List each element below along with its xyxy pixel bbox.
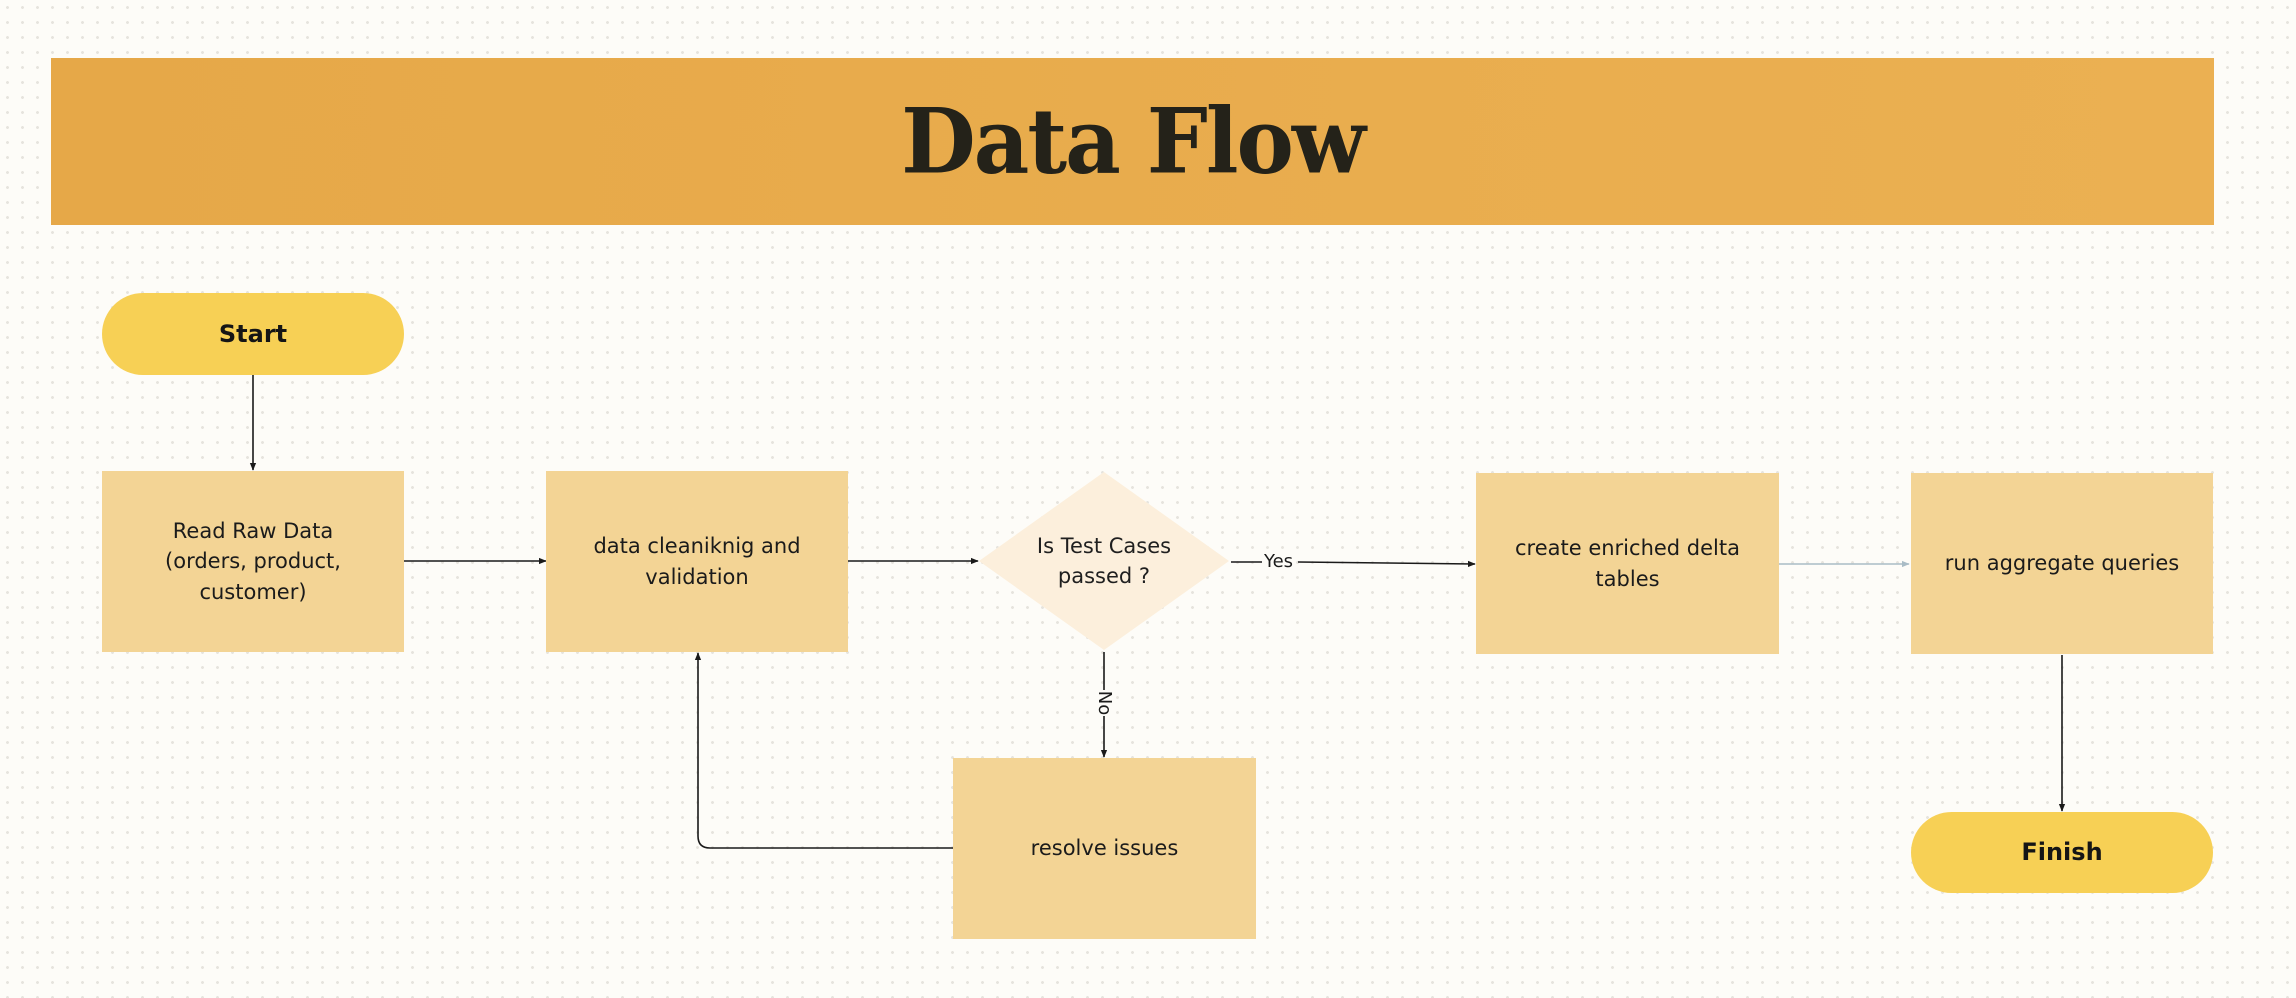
edge-resolve-to-cleaning (694, 652, 953, 849)
title-banner: Data Flow (51, 58, 2214, 225)
decision-label: Is Test Cases passed ? (1036, 533, 1172, 588)
start-terminal[interactable]: Start (102, 293, 404, 375)
data-cleaning-step[interactable]: data cleaniknig and validation (546, 471, 848, 652)
finish-terminal[interactable]: Finish (1911, 812, 2213, 893)
data-cleaning-label: data cleaniknig and validation (593, 534, 801, 589)
read-raw-data-label: Read Raw Data (orders, product, customer… (165, 518, 341, 604)
read-raw-data-step[interactable]: Read Raw Data (orders, product, customer… (102, 471, 404, 652)
finish-label: Finish (2021, 838, 2103, 867)
create-enriched-tables-step[interactable]: create enriched delta tables (1476, 473, 1779, 654)
resolve-issues-label: resolve issues (1030, 836, 1179, 861)
start-label: Start (218, 319, 288, 348)
run-aggregate-queries-label: run aggregate queries (1944, 551, 2180, 576)
run-aggregate-queries-step[interactable]: run aggregate queries (1911, 473, 2213, 654)
edge-decision-to-enriched-b (1297, 560, 1476, 568)
no-edge-label: No (1094, 690, 1116, 716)
create-enriched-tables-label: create enriched delta tables (1514, 536, 1740, 591)
test-cases-decision: Is Test Cases passed ? (979, 472, 1229, 650)
yes-edge-label: Yes (1264, 551, 1294, 572)
diagram-title: Data Flow (901, 88, 1366, 195)
resolve-issues-step[interactable]: resolve issues (953, 758, 1256, 939)
